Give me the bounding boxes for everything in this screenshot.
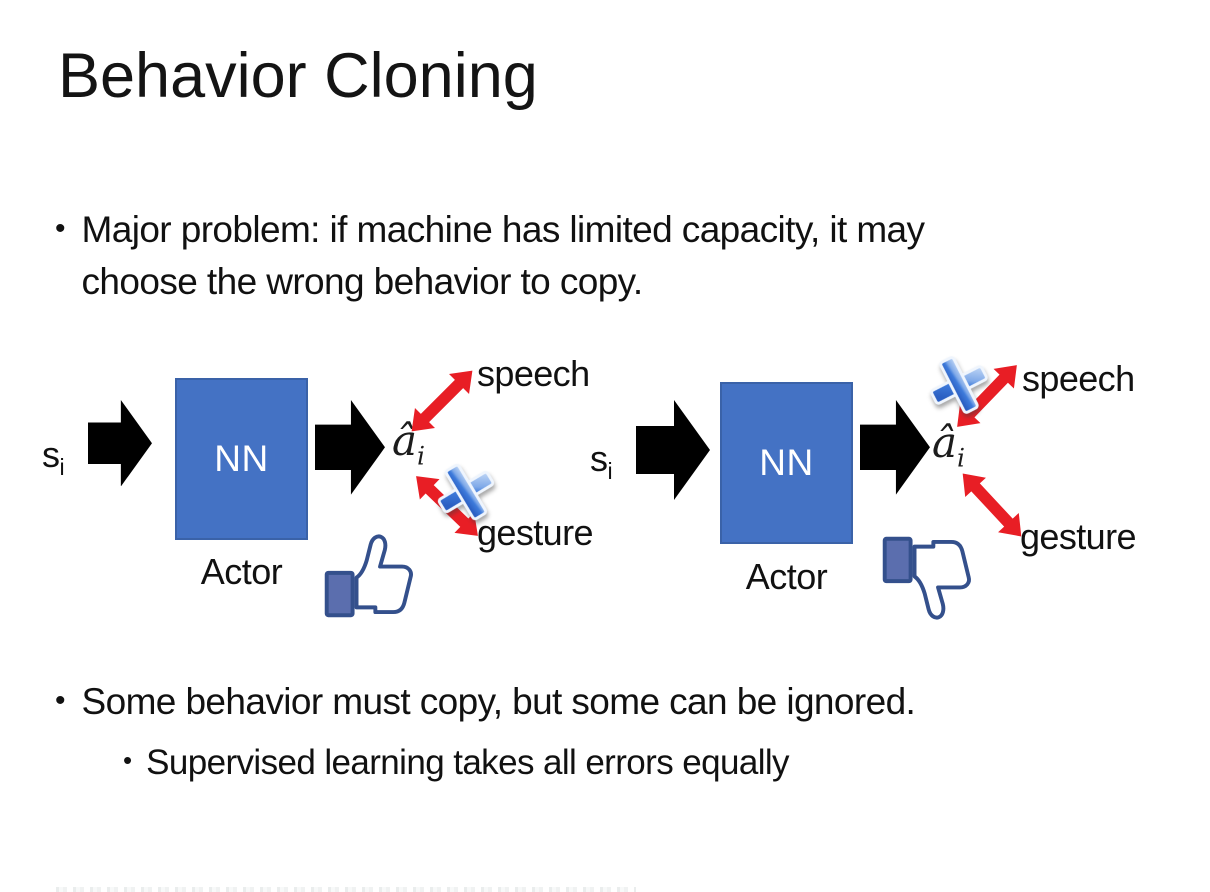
bullet-some-behavior-text: Some behavior must copy, but some can be…	[81, 681, 916, 722]
bullet-major-problem: • Major problem: if machine has limited …	[55, 204, 1017, 308]
input-state-label: si	[42, 434, 65, 481]
bullet-dot: •	[123, 745, 133, 775]
bullet-dot: •	[55, 684, 66, 717]
thumbs-up-icon	[322, 528, 424, 624]
speech-label: speech	[1022, 358, 1135, 399]
flow-arrow-icon	[315, 400, 385, 500]
flow-arrow-icon	[860, 400, 930, 500]
input-state-label: si	[590, 438, 613, 485]
nn-box: NN	[720, 382, 853, 544]
flow-arrow-icon	[636, 400, 710, 500]
bullet-dot: •	[55, 212, 66, 245]
nn-label: NN	[214, 438, 269, 479]
clipped-text-fragment	[56, 887, 636, 892]
cross-out-icon	[428, 454, 503, 529]
actor-caption: Actor	[200, 551, 283, 592]
cross-out-icon	[920, 346, 998, 424]
double-arrow-gesture-icon	[952, 463, 1033, 546]
double-arrow-speech-icon	[401, 360, 483, 442]
actor-caption: Actor	[745, 556, 828, 597]
nn-label: NN	[759, 442, 814, 483]
slide-title: Behavior Cloning	[58, 41, 538, 111]
diagram-behavior-clone-good: si NN âi	[0, 350, 640, 650]
gesture-label: gesture	[1020, 516, 1136, 557]
nn-box: NN	[175, 378, 308, 540]
diagram-behavior-clone-bad: si NN âi	[548, 350, 1188, 650]
flow-arrow-icon	[88, 400, 152, 500]
bullet-some-behavior: • Some behavior must copy, but some can …	[55, 676, 916, 728]
gesture-label: gesture	[477, 512, 593, 553]
bullet-major-problem-text: Major problem: if machine has limited ca…	[81, 209, 926, 302]
bullet-supervised-learning: • Supervised learning takes all errors e…	[123, 738, 790, 787]
speech-label: speech	[477, 353, 590, 394]
thumbs-down-icon	[880, 530, 982, 626]
output-action-label: âi	[932, 418, 966, 473]
bullet-supervised-learning-text: Supervised learning takes all errors equ…	[146, 743, 789, 782]
